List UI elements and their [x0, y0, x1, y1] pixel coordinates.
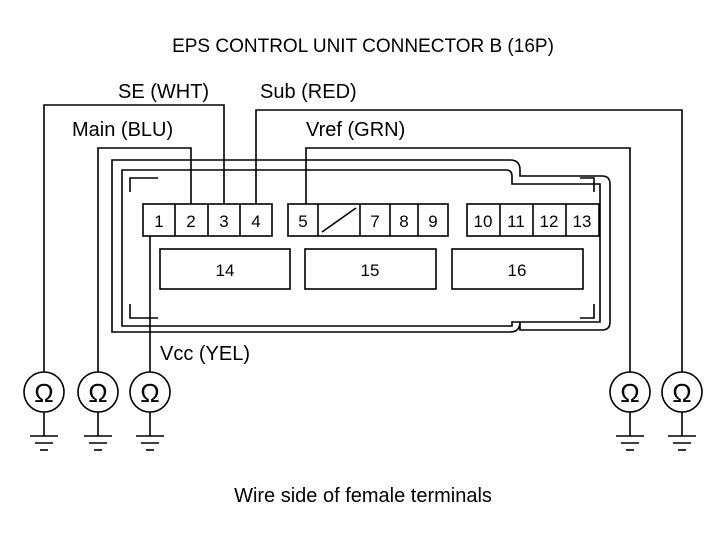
label-sub: Sub (RED) — [260, 81, 357, 103]
pin-10-label: 10 — [474, 212, 493, 231]
pin-14-label: 14 — [216, 261, 235, 280]
ohm-symbol-icon: Ω — [34, 378, 53, 408]
label-main: Main (BLU) — [72, 119, 173, 141]
pin-3-label: 3 — [219, 212, 228, 231]
wire-vref — [305, 147, 631, 372]
pin-16-label: 16 — [508, 261, 527, 280]
pin-15-label: 15 — [361, 261, 380, 280]
connector-housing — [111, 159, 611, 333]
ohm-symbol-icon: Ω — [88, 378, 107, 408]
pin-12-label: 12 — [540, 212, 559, 231]
ohm-symbol-icon: Ω — [620, 378, 639, 408]
pin-group-1-4: 1 2 3 4 — [142, 203, 273, 237]
pin-6-blank-slash — [321, 207, 357, 233]
ohm-symbol-icon: Ω — [672, 378, 691, 408]
wire-main — [97, 147, 192, 372]
pin-5-label: 5 — [298, 212, 307, 231]
wire-se — [43, 104, 225, 372]
ohmmeter-vcc: Ω — [129, 371, 171, 451]
pin-11-label: 11 — [507, 212, 525, 231]
diagram-title: EPS CONTROL UNIT CONNECTOR B (16P) — [172, 36, 554, 57]
pin-1-label: 1 — [154, 212, 163, 231]
wire-sub — [255, 109, 683, 372]
pin-group-5-9: 5 7 8 9 — [287, 203, 449, 237]
pin-2-label: 2 — [186, 212, 195, 231]
label-se: SE (WHT) — [118, 81, 209, 103]
label-vref: Vref (GRN) — [306, 119, 405, 141]
pin-9-label: 9 — [428, 212, 437, 231]
ohm-symbol-icon: Ω — [140, 378, 159, 408]
pin-8-label: 8 — [399, 212, 408, 231]
pin-7-label: 7 — [370, 212, 379, 231]
ohmmeter-main: Ω — [77, 371, 119, 451]
pin-4-label: 4 — [251, 212, 260, 231]
label-vcc: Vcc (YEL) — [160, 343, 250, 365]
ohmmeter-se: Ω — [23, 371, 65, 451]
large-pins: 14 15 16 — [159, 248, 584, 290]
pin-13-label: 13 — [573, 212, 592, 231]
ohmmeter-sub: Ω — [661, 371, 703, 451]
diagram-caption: Wire side of female terminals — [234, 485, 492, 507]
pin-group-10-13: 10 11 12 13 — [466, 203, 600, 237]
wires — [43, 104, 683, 372]
ohmmeter-vref: Ω — [609, 371, 651, 451]
